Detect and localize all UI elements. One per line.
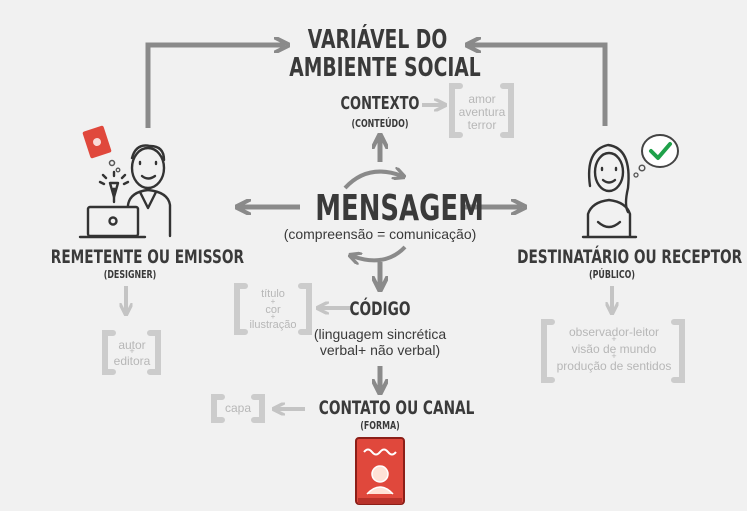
receiver-subtitle: (PÚBLICO) — [588, 268, 636, 281]
sender-example-1: + — [129, 346, 135, 356]
sender-to-social-arrow — [145, 45, 285, 128]
channel-title: CONTATO OU CANAL — [318, 397, 475, 419]
curved-arrow-top — [343, 172, 402, 190]
channel-book-icon — [355, 437, 405, 505]
message-subtitle: (compreensão = comunicação) — [283, 226, 477, 242]
receiver-illustration — [581, 143, 638, 239]
code-example-2: cor — [265, 304, 281, 316]
context-example-2: terror — [467, 118, 497, 132]
code-title: CÓDIGO — [349, 298, 411, 320]
receiver-example-2: visão de mundo — [571, 342, 657, 356]
curved-arrow-bottom — [352, 245, 407, 260]
code-example-4: ilustração — [249, 319, 297, 331]
code-subtitle-line2: verbal+ não verbal) — [319, 342, 441, 358]
message-title: MENSAGEM — [315, 188, 484, 229]
sender-examples-bracket — [102, 330, 161, 375]
sender-title: REMETENTE OU EMISSOR — [50, 246, 245, 268]
receiver-example-0: observador-leitor — [568, 325, 660, 339]
receiver-to-social-arrow — [470, 45, 608, 126]
sender-example-2: editora — [113, 354, 151, 368]
context-example-0: amor — [468, 92, 496, 106]
context-examples-bracket — [449, 83, 514, 138]
channel-examples-bracket — [211, 394, 265, 423]
channel-example-0: capa — [224, 401, 252, 415]
code-example-3: + — [270, 312, 276, 321]
receiver-examples-bracket — [541, 319, 685, 383]
social-variable-line1: VARIÁVEL DO — [307, 25, 448, 55]
receiver-example-4: produção de sentidos — [556, 359, 672, 373]
receiver-example-1: + — [611, 334, 617, 344]
social-variable-line2: AMBIENTE SOCIAL — [289, 53, 481, 83]
context-example-1: aventura — [458, 105, 506, 119]
sender-example-0: autor — [118, 338, 146, 352]
receiver-example-3: + — [611, 351, 617, 361]
receiver-title: DESTINATÁRIO OU RECEPTOR — [517, 246, 743, 268]
context-subtitle: (CONTEÚDO) — [351, 117, 409, 130]
code-example-1: + — [270, 297, 276, 306]
sender-subtitle: (DESIGNER) — [103, 268, 157, 281]
channel-subtitle: (FORMA) — [360, 419, 400, 432]
sender-illustration — [78, 144, 172, 239]
code-examples-bracket — [234, 283, 312, 335]
sender-book-icon — [82, 125, 121, 173]
context-title: CONTEXTO — [340, 93, 420, 114]
code-example-0: título — [261, 288, 285, 300]
code-subtitle-line1: (linguagem sincrética — [313, 326, 447, 342]
receiver-check-bubble — [633, 134, 679, 178]
